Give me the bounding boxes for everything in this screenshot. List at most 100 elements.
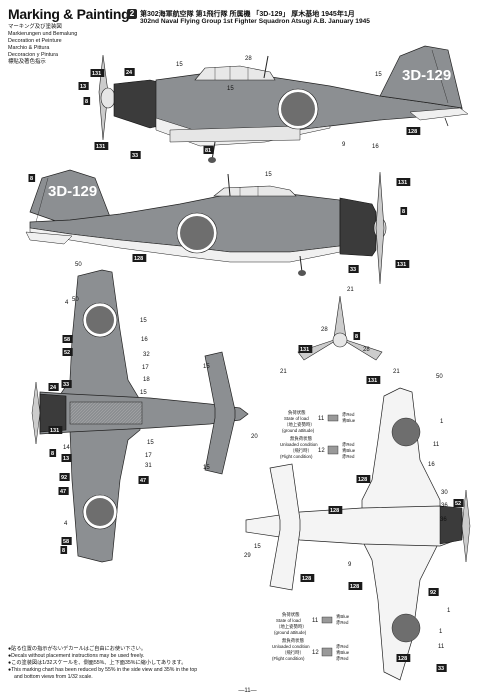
callout-number: 17 [142,365,149,371]
subtitle-de: Markierungen und Bemalung [8,31,78,37]
callout-number: 4 [65,300,69,306]
callout-number: 8 [51,451,54,457]
svg-text:State of load: State of load [284,416,309,421]
tail-code-2: 3D-129 [48,183,97,200]
callout-number: 128 [408,129,417,135]
callout-number: 50 [75,262,82,268]
callout-number: 13 [80,84,86,90]
callout-number: 15 [254,544,261,550]
callout-badge [395,260,410,268]
svg-text:無負荷状態: 無負荷状態 [290,435,313,442]
callout-badge [130,151,141,159]
callout-number: 13 [63,456,69,462]
callout-badge [124,68,135,76]
unit-caption-en: 302nd Naval Flying Group 1st Fighter Squ… [140,18,370,25]
callout-number: 36 [440,517,447,523]
callout-badge [356,475,371,483]
svg-text:(Flight condition): (Flight condition) [272,656,305,661]
svg-text:(Flight condition): (Flight condition) [280,454,313,459]
callout-badge [132,254,147,262]
callout-number: 9 [348,562,352,568]
callout-number: 28 [363,347,370,353]
callout-number: 30 [441,490,448,496]
callout-number: 24 [50,385,57,391]
callout-number: 18 [143,377,150,383]
subtitle-es: Decoracion y Pintura [8,52,59,58]
hinomaru-2 [180,216,214,250]
callout-number: 47 [140,478,146,484]
callout-number: 14 [63,445,70,451]
callout-number: 21 [280,369,287,375]
svg-text:青Blue: 青Blue [342,447,356,454]
callout-number: 15 [203,465,210,471]
callout-badge [406,127,421,135]
svg-text:12: 12 [318,448,325,454]
svg-text:赤Red: 赤Red [342,412,355,417]
callout-badge [28,174,36,182]
callout-badge [62,335,73,343]
callout-number: 32 [143,352,150,358]
callout-number: 52 [64,350,70,356]
svg-text:Unloaded condition: Unloaded condition [280,442,318,447]
plan-view-upper [31,269,249,563]
svg-text:赤Red: 赤Red [336,620,349,625]
tailplane-top [204,351,236,475]
callout-number: 52 [455,501,461,507]
callout-number: 92 [430,590,436,596]
legend-top: 負荷状態 State of load （地上姿勢時） (ground attit… [280,409,356,459]
callout-number: 8 [62,548,65,554]
svg-text:12: 12 [312,650,319,656]
svg-text:赤Red: 赤Red [342,454,355,459]
callout-badge [48,383,59,391]
callout-badge [94,142,109,150]
callout-number: 29 [244,553,251,559]
callout-number: 31 [145,463,152,469]
callout-number: 58 [63,539,69,545]
callout-badge [61,454,72,462]
callout-badge [138,476,149,484]
callout-number: 58 [64,337,70,343]
callout-number: 8 [355,334,358,340]
hinomaru [281,92,315,126]
svg-text:負荷状態: 負荷状態 [282,611,300,618]
legend-bottom: 負荷状態 State of load （地上姿勢時） (ground attit… [272,611,350,661]
callout-number: 20 [251,434,258,440]
subtitle-jp: マーキング及び塗装図 [8,24,62,30]
callout-number: 8 [85,99,88,105]
callout-number: 21 [393,369,400,375]
callout-number: 1 [439,629,443,635]
svg-text:赤Red: 赤Red [336,656,349,661]
footnote-5: and bottom views from 1/32 scale. [14,674,93,680]
callout-number: 131 [300,347,309,353]
callout-number: 24 [126,70,133,76]
svg-text:青Blue: 青Blue [336,649,350,656]
callout-badge [400,207,408,215]
callout-number: 8 [30,176,33,182]
callout-number: 128 [134,256,143,262]
svg-text:（飛行時）: （飛行時） [290,447,312,454]
unit-caption-jp: 第302海軍航空隊 第1飛行隊 所属機 「3D-129」 厚木基地 1945年1… [140,11,355,18]
callout-badge [453,499,464,507]
callout-number: 4 [64,521,68,527]
footnote-1: ●貼る位置の指示がないデカールはご自由にお使い下さい。 [8,646,147,652]
footnote-2: ●Decals without placement instructions m… [8,653,145,659]
callout-number: 28 [321,327,328,333]
callout-number: 131 [92,71,101,77]
callout-badge [366,376,381,384]
tail-code: 3D-129 [402,67,451,84]
callout-badge [328,506,343,514]
callout-number: 16 [428,462,435,468]
callout-number: 28 [245,56,252,62]
subtitle-fr: Decoration et Peinture [8,38,62,44]
callout-number: 36 [441,503,448,509]
callout-badge [298,345,313,353]
callout-number: 15 [140,318,147,324]
svg-text:11: 11 [318,416,325,422]
engine-cowling [113,79,159,129]
callout-number: 50 [436,374,443,380]
svg-text:負荷状態: 負荷状態 [288,409,306,416]
wing-root [169,125,301,143]
svg-text:青Blue: 青Blue [336,613,350,620]
